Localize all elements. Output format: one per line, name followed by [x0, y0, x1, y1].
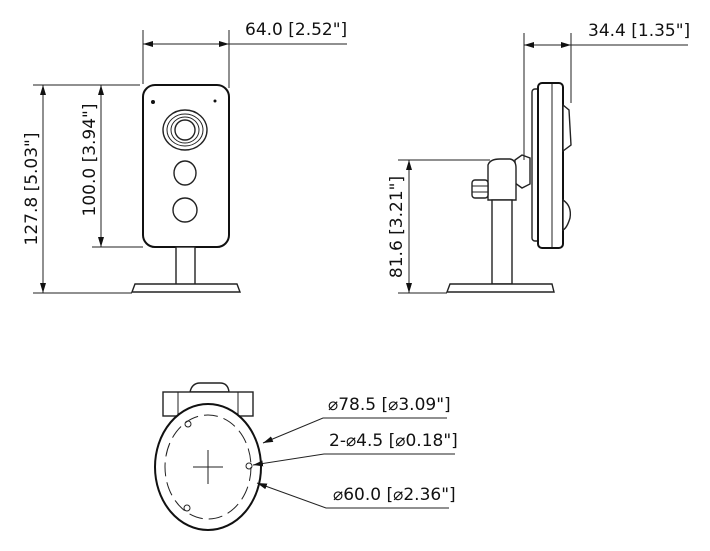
mic-dot	[213, 99, 217, 103]
front-view: 64.0 [2.52"] 127.8 [5.03"] 100.0 [3.94"]	[22, 20, 347, 294]
stand-base-side	[445, 283, 555, 293]
lens-bump	[562, 103, 572, 153]
mounting-hole	[245, 462, 253, 470]
lock-knob	[471, 179, 489, 199]
mount-head	[487, 158, 517, 201]
stand-base	[130, 283, 242, 293]
hole-circle	[164, 414, 252, 520]
hole-circle-label: ⌀60.0 [⌀2.36"]	[333, 485, 456, 505]
stand-post	[175, 246, 196, 286]
stand-post-side	[491, 199, 513, 285]
total-height-label: 127.8 [5.03"]	[22, 132, 42, 245]
bottom-view: ⌀78.5 [⌀3.09"] 2-⌀4.5 [⌀0.18"] ⌀60.0 [⌀2…	[154, 382, 458, 531]
mounting-hole	[183, 504, 191, 512]
ir-sensor	[173, 160, 197, 186]
indicator-dot	[151, 100, 155, 104]
speaker-bump	[562, 198, 572, 232]
body-height-label: 100.0 [3.94"]	[80, 103, 100, 216]
lens-icon	[162, 109, 208, 151]
base-diameter-label: ⌀78.5 [⌀3.09"]	[328, 395, 451, 415]
swivel-joint	[514, 154, 531, 189]
camera-body-side	[537, 82, 564, 249]
mount-height-label: 81.6 [3.21"]	[387, 176, 407, 278]
mount-dome	[189, 382, 230, 393]
width-label: 64.0 [2.52"]	[245, 20, 347, 40]
side-view: 34.4 [1.35"] 81.6 [3.21"]	[387, 21, 690, 294]
hole-label: 2-⌀4.5 [⌀0.18"]	[329, 431, 458, 451]
depth-label: 34.4 [1.35"]	[588, 21, 690, 41]
speaker	[172, 197, 198, 223]
mounting-hole	[184, 420, 192, 428]
